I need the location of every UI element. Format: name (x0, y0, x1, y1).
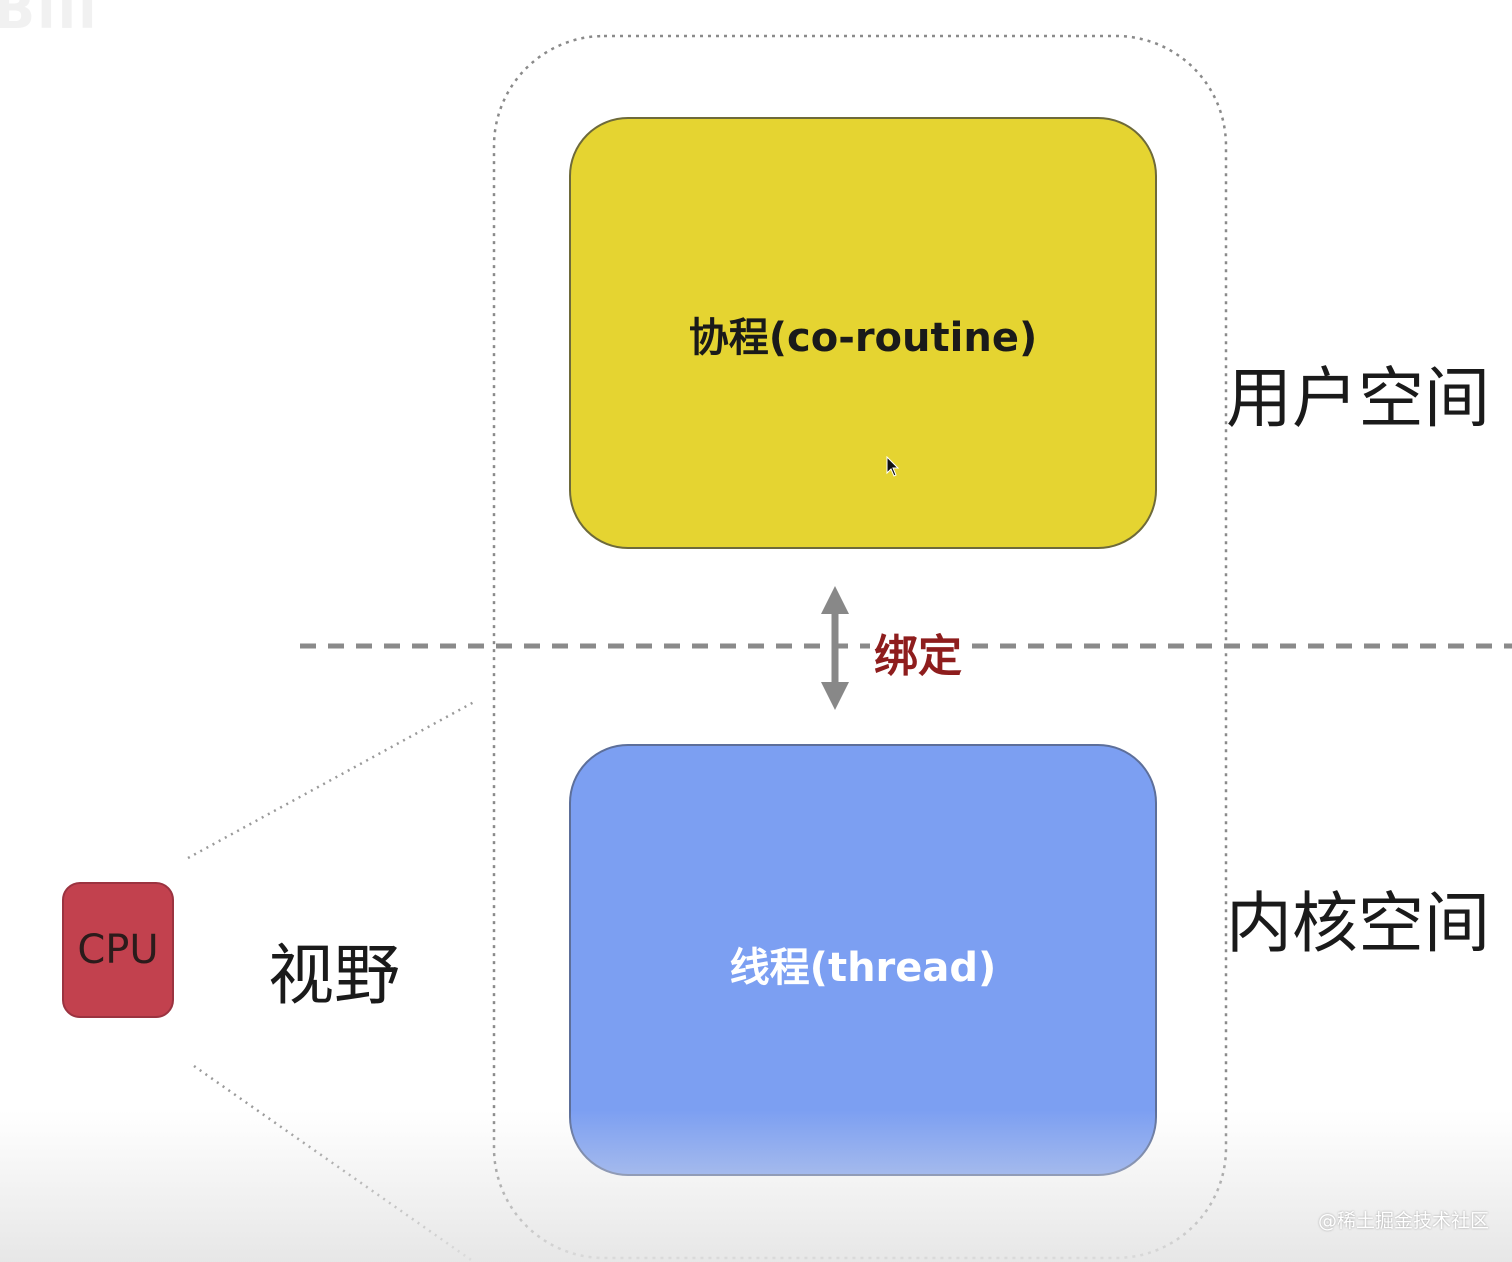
view-line-upper (187, 700, 475, 860)
watermark: @稀土掘金技术社区 (1318, 1210, 1490, 1232)
view-line-lower (193, 1064, 475, 1262)
user-space-label: 用户空间 (1226, 360, 1490, 437)
cpu-label: CPU (77, 927, 159, 973)
corner-logo: Bili (0, 0, 99, 41)
thread-label: 线程(thread) (729, 945, 997, 991)
mouse-pointer-icon (886, 456, 900, 477)
coroutine-label: 协程(co-routine) (688, 315, 1038, 361)
double-arrow-vertical-icon (821, 586, 849, 710)
view-label: 视野 (268, 937, 400, 1014)
bind-label: 绑定 (870, 620, 966, 684)
cpu-box: CPU (62, 882, 174, 1018)
coroutine-box (569, 117, 1157, 549)
kernel-space-label: 内核空间 (1226, 885, 1490, 962)
